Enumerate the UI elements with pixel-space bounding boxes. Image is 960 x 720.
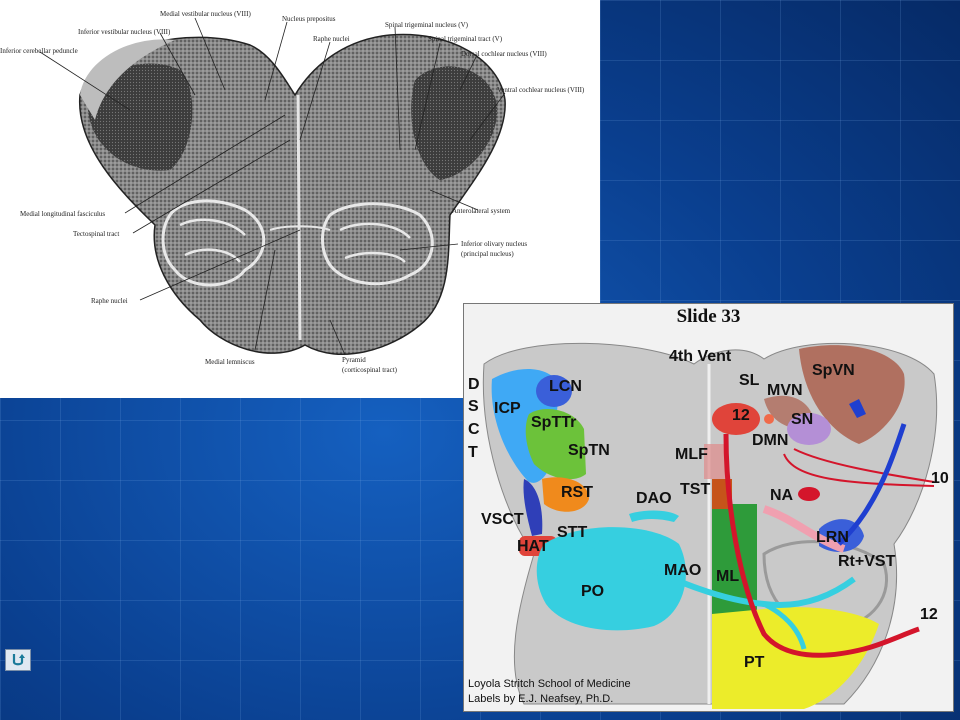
label-principal-nucleus: (principal nucleus) xyxy=(461,250,514,258)
label-inferior-olivary-nucleus: Inferior olivary nucleus xyxy=(461,240,528,248)
label-4th-vent: 4th Vent xyxy=(669,348,732,365)
label-hat: HAT xyxy=(517,538,549,555)
label-icp: ICP xyxy=(494,400,521,417)
return-button[interactable] xyxy=(5,649,31,671)
label-d: D xyxy=(468,376,480,393)
label-rt-vst: Rt+VST xyxy=(838,553,896,570)
label-spinal-trigeminal-nucleus: Spinal trigeminal nucleus (V) xyxy=(385,21,469,29)
label-medial-vestibular-nucleus: Medial vestibular nucleus (VIII) xyxy=(160,10,251,18)
label-anterolateral-system: Anterolateral system xyxy=(452,207,511,215)
label-dorsal-cochlear-nucleus: Dorsal cochlear nucleus (VIII) xyxy=(461,50,547,58)
label-mvn: MVN xyxy=(767,382,803,399)
label-vsct: VSCT xyxy=(481,511,524,528)
label-12-nerve: 12 xyxy=(920,606,938,623)
label-rst: RST xyxy=(561,484,593,501)
label-spvn: SpVN xyxy=(812,362,855,379)
label-t: T xyxy=(468,444,478,461)
label-ml: ML xyxy=(716,568,740,585)
credit-author: Labels by E.J. Neafsey, Ph.D. xyxy=(468,693,614,705)
medulla-section-drawing xyxy=(39,17,506,356)
label-c: C xyxy=(468,421,480,438)
label-medial-lemniscus: Medial lemniscus xyxy=(205,358,255,366)
label-12-nucleus: 12 xyxy=(732,407,750,424)
label-pyramid: Pyramid xyxy=(342,356,366,364)
label-na: NA xyxy=(770,487,794,504)
credit-institution: Loyola Stritch School of Medicine xyxy=(468,678,631,690)
label-tst: TST xyxy=(680,481,711,498)
label-po: PO xyxy=(581,583,605,600)
label-pt: PT xyxy=(744,654,765,671)
slide-33-figure: Slide 33 4th Vent D S C T ICP LCN SpTTr … xyxy=(463,303,954,712)
label-dao: DAO xyxy=(636,490,672,507)
label-dmn: DMN xyxy=(752,432,789,449)
label-inferior-vestibular-nucleus: Inferior vestibular nucleus (VIII) xyxy=(78,28,171,36)
label-corticospinal-tract: (corticospinal tract) xyxy=(342,366,398,374)
label-ventral-cochlear-nucleus: Ventral cochlear nucleus (VIII) xyxy=(497,86,585,94)
label-medial-longitudinal-fasciculus: Medial longitudinal fasciculus xyxy=(20,210,106,218)
label-lrn: LRN xyxy=(816,529,849,546)
label-sl: SL xyxy=(739,372,760,389)
slide-title: Slide 33 xyxy=(676,306,741,327)
slide-33-drawing xyxy=(482,342,938,709)
label-lcn: LCN xyxy=(549,378,582,395)
label-mao: MAO xyxy=(664,562,702,579)
label-s: S xyxy=(468,398,479,415)
label-spinal-trigeminal-tract: Spinal trigeminal tract (V) xyxy=(428,35,503,43)
label-sptTr: SpTTr xyxy=(531,414,577,431)
label-raphe-nuclei-top: Raphe nuclei xyxy=(313,35,350,43)
label-stt: STT xyxy=(557,524,588,541)
label-sn: SN xyxy=(791,411,814,428)
label-10: 10 xyxy=(931,470,949,487)
label-sptn: SpTN xyxy=(568,442,610,459)
return-arrow-icon xyxy=(12,654,25,666)
label-tectospinal-tract: Tectospinal tract xyxy=(73,230,120,238)
label-mlf: MLF xyxy=(675,446,708,463)
medulla-section-figure: Medial vestibular nucleus (VIII) Inferio… xyxy=(0,0,600,398)
label-raphe-nuclei-bottom: Raphe nuclei xyxy=(91,297,128,305)
label-nucleus-prepositus: Nucleus prepositus xyxy=(282,15,336,23)
label-inferior-cerebellar-peduncle: Inferior cerebellar peduncle xyxy=(0,47,78,55)
